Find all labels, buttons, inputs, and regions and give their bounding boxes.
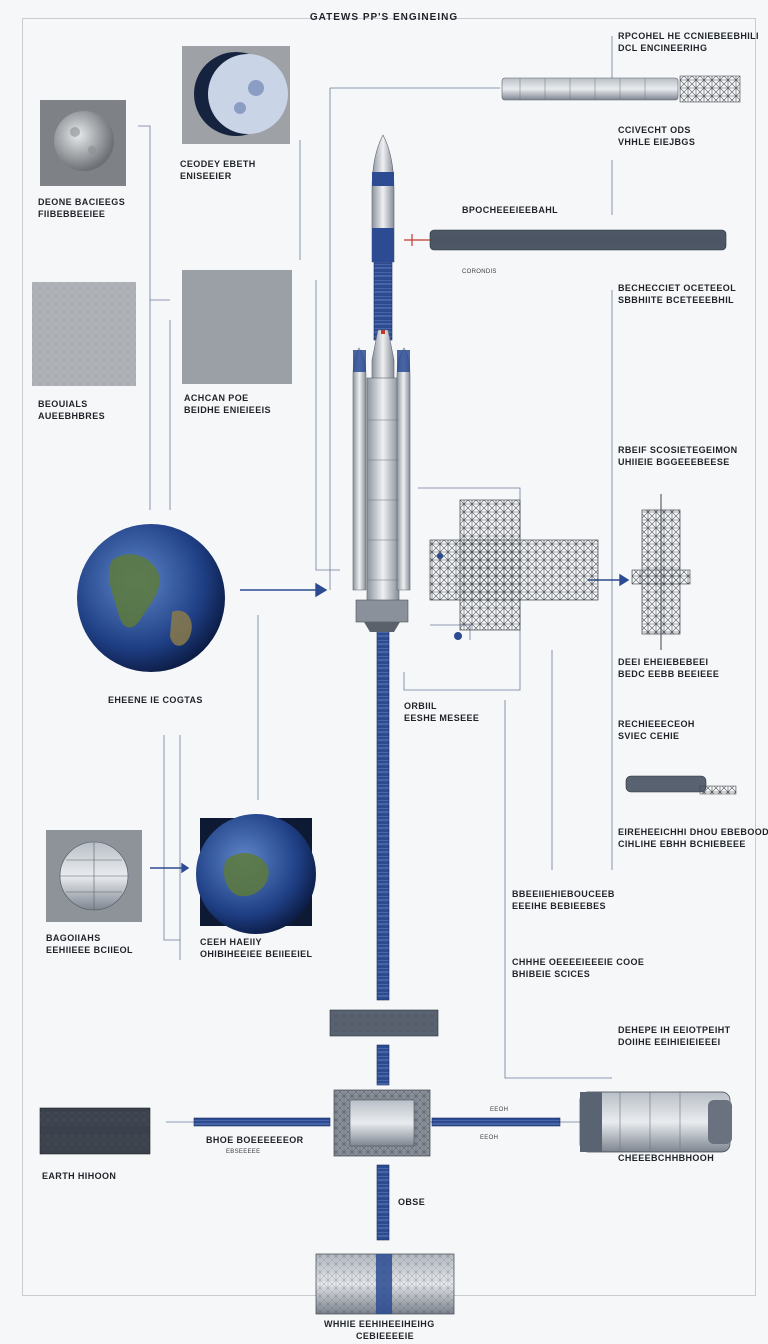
right-block-5-line-1: RECHIEEECEOH: [618, 719, 695, 729]
right-block-5-line-2: SVIEC CEHIE: [618, 731, 680, 741]
station-hub: [333, 1089, 431, 1157]
right-block-3-line-2: UHIIEIE BGGEEEBEESE: [618, 457, 730, 467]
center-block-2-line-1: CHHHE OEEEEIEEEIE COOE: [512, 957, 645, 967]
center-block-1-line-1: BBEEIIEHIEBOUCEEB: [512, 889, 615, 899]
docking-module: [625, 775, 737, 795]
habitat-module-top: [501, 75, 741, 103]
left-mid-line-1: BEOUIALS: [38, 399, 88, 409]
moon-caption-2: ENISEEIER: [180, 171, 232, 181]
grey-caption-2: BEIDHE ENIEIEEIS: [184, 405, 271, 415]
center-block-2-line-2: BHIBEIE SCICES: [512, 969, 591, 979]
hub-right-label: EEOH: [490, 1107, 509, 1113]
right-block-6-line-1: EIREHEEICHHI DHOU EBEBOOD: [618, 827, 768, 837]
hub-left-line-1: BHOE BOEEEEEEOR: [206, 1135, 304, 1145]
bottom-module: [315, 1253, 455, 1315]
right-block-4-line-2: BEDC EEBB BEEIEEE: [618, 669, 720, 679]
top-right-title-2: DCL ENCINEERIHG: [618, 43, 708, 53]
cargo-vehicle: [579, 1091, 732, 1153]
left-top-line-2: FIIBEBBEEIEE: [38, 209, 106, 219]
left-bottom-label: EARTH HIHOON: [42, 1171, 117, 1181]
hub-right-label-2: EEOH: [480, 1135, 499, 1141]
earth2-caption-1: CEEH HAEIIY: [200, 937, 262, 947]
right-block-7-line-1: DEHEPE IH EEIOTPEIHT: [618, 1025, 731, 1035]
earth-caption: EHEENE IE COGTAS: [108, 695, 203, 705]
top-right-title-1: RPCOHEL HE CCNIEBEEBHILI: [618, 31, 759, 41]
bottom-label-1: WHHIE EEHIHEEIHEIHG: [324, 1319, 435, 1329]
left-low-line-2: EEHIIEEE BCIIEOL: [46, 945, 133, 955]
central-node: [329, 1009, 439, 1037]
hub-module-label: BPOCHEEEIEEBAHL: [462, 205, 559, 215]
cargo-label: CHEEEBCHHBHOOH: [618, 1153, 715, 1163]
orbit-label-1: ORBIIL: [404, 701, 437, 711]
hub-left-line-2: EBSEEEEE: [226, 1149, 261, 1155]
orbit-label-2: EESHE MESEEE: [404, 713, 480, 723]
right-block-2-line-2: SBBHIITE BCETEEEBHIL: [618, 295, 735, 305]
hub-module-sub: CORONDIS: [462, 269, 497, 275]
rocket-illustration: [352, 134, 411, 632]
grey-caption-1: ACHCAN POE: [184, 393, 249, 403]
right-block-1-line-1: CCIVECHT ODS: [618, 125, 691, 135]
vertical-tower: [631, 494, 691, 650]
right-block-2-line-1: BECHECCIET OCETEEOL: [618, 283, 737, 293]
right-block-3-line-1: RBEIF SCOSIETEGEIMON: [618, 445, 738, 455]
right-block-4-line-1: DEEI EHEIEBEBEEI: [618, 657, 709, 667]
moon-caption-1: CEODEY EBETH: [180, 159, 256, 169]
earth2-caption-2: OHIBIHEEIEE BEIIEEIEL: [200, 949, 313, 959]
hub-bottom-label: OBSE: [398, 1197, 426, 1207]
surface-panel: [182, 270, 292, 384]
center-block-1-line-2: EEEIHE BEBIEEBES: [512, 901, 606, 911]
bottom-label-2: CEBIEEEEIE: [356, 1331, 415, 1341]
truss-module: [404, 229, 727, 251]
diagram-title: GATEWS PP'S ENGINEING: [309, 12, 459, 23]
left-top-line-1: DEONE BACIEEGS: [38, 197, 126, 207]
right-block-6-line-2: CIHLIHE EBHH BCHIEBEEE: [618, 839, 746, 849]
launch-tower: [429, 499, 599, 640]
left-mid-line-2: AUEEBHBRES: [38, 411, 106, 421]
right-block-1-line-2: VHHLE EIEJBGS: [618, 137, 696, 147]
left-low-line-1: BAGOIIAHS: [46, 933, 101, 943]
launch-pad-structure: [39, 1107, 151, 1155]
right-block-7-line-2: DOIIHE EEIHIEIEIEEEI: [618, 1037, 721, 1047]
